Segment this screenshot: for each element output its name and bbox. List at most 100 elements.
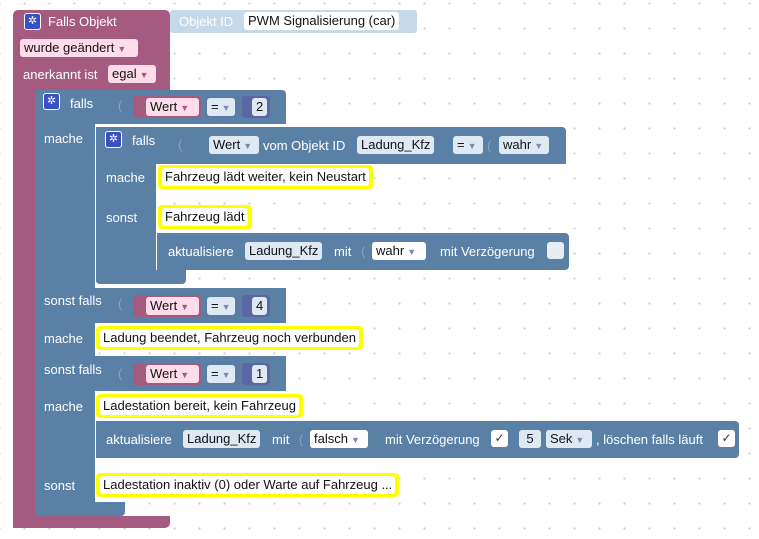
delay-checkbox-2[interactable]: ✓ xyxy=(491,430,508,447)
inner-op-value: = xyxy=(457,137,465,152)
socket-icon: ( xyxy=(361,244,366,259)
get-attr-dropdown[interactable]: Wert▼ xyxy=(209,136,259,154)
cond2-var-label: Wert xyxy=(150,298,178,313)
outer-sonst-label: sonst xyxy=(44,478,76,493)
dropdown-arrow-icon: ▼ xyxy=(575,435,585,445)
dropdown-arrow-icon: ▼ xyxy=(117,44,127,54)
update-value-2: falsch xyxy=(314,431,348,446)
change-option-value: wurde geändert xyxy=(24,40,115,55)
comment-text: Ladung beendet, Fahrzeug noch verbunden xyxy=(100,329,359,347)
delay-value-field[interactable]: 5 xyxy=(519,430,541,448)
cond1-op-label: = xyxy=(211,99,219,114)
get-attr-value: Wert xyxy=(213,137,241,152)
object-id-label: Objekt ID xyxy=(179,14,234,29)
outer-falls-label: falls xyxy=(70,96,94,111)
comment-text: Ladestation inaktiv (0) oder Warte auf F… xyxy=(100,476,396,494)
unit-value: Sek xyxy=(550,431,573,446)
cond2-var[interactable]: Wert▼ xyxy=(146,297,199,315)
outer-mache-label-3: mache xyxy=(44,399,84,414)
cond1-var[interactable]: Wert▼ xyxy=(146,98,199,116)
update-value-dropdown-1[interactable]: wahr▼ xyxy=(372,242,426,260)
dropdown-arrow-icon: ▼ xyxy=(180,370,190,380)
unit-dropdown[interactable]: Sek▼ xyxy=(546,430,592,448)
dropdown-arrow-icon: ▼ xyxy=(534,141,544,151)
socket-icon: ( xyxy=(118,366,123,381)
dropdown-arrow-icon: ▼ xyxy=(467,141,477,151)
delay-checkbox-1[interactable] xyxy=(547,242,564,259)
delay-label-1: mit Verzögerung xyxy=(440,244,535,259)
trigger-title: Falls Objekt xyxy=(48,14,117,29)
cond2-num[interactable]: 4 xyxy=(252,297,268,315)
trigger-block-bottom xyxy=(13,516,170,528)
clear-label: , löschen falls läuft xyxy=(596,432,703,447)
comment-note[interactable]: Ladestation inaktiv (0) oder Warte auf F… xyxy=(96,473,400,497)
dropdown-arrow-icon: ▼ xyxy=(243,141,253,151)
outer-mache-label-1: mache xyxy=(44,131,84,146)
inner-op-dropdown[interactable]: =▼ xyxy=(453,136,483,154)
socket-icon: ( xyxy=(299,432,304,447)
from-object-label: vom Objekt ID xyxy=(263,138,346,153)
checkmark-icon: ✓ xyxy=(721,431,732,445)
inner-object-field[interactable]: Ladung_Kfz xyxy=(357,136,435,154)
ack-value: egal xyxy=(112,66,137,81)
update-with-2: mit xyxy=(272,432,290,447)
cond1-var-label: Wert xyxy=(150,99,178,114)
inner-value-dropdown[interactable]: wahr▼ xyxy=(499,136,549,154)
outer-sonst-falls-label-1: sonst falls xyxy=(44,293,102,308)
clear-checkbox[interactable]: ✓ xyxy=(718,430,735,447)
dropdown-arrow-icon: ▼ xyxy=(180,103,190,113)
cond1-num[interactable]: 2 xyxy=(252,98,268,116)
gear-icon[interactable]: ✲ xyxy=(105,131,122,148)
change-option-dropdown[interactable]: wurde geändert▼ xyxy=(20,39,138,57)
socket-icon: ( xyxy=(178,137,183,152)
cond3-op-label: = xyxy=(211,366,219,381)
comment-note[interactable]: Ladestation bereit, kein Fahrzeug xyxy=(96,394,303,418)
socket-icon: ( xyxy=(487,138,492,153)
dropdown-arrow-icon: ▼ xyxy=(221,302,231,312)
cond3-var-label: Wert xyxy=(150,366,178,381)
comment-note[interactable]: Fahrzeug lädt xyxy=(158,205,252,229)
dropdown-arrow-icon: ▼ xyxy=(180,302,190,312)
comment-text: Fahrzeug lädt weiter, kein Neustart xyxy=(162,168,369,186)
inner-falls-label: falls xyxy=(132,133,156,148)
cond1-op[interactable]: =▼ xyxy=(207,98,235,116)
checkmark-icon: ✓ xyxy=(494,431,505,445)
cond3-op[interactable]: =▼ xyxy=(207,365,235,383)
cond3-var[interactable]: Wert▼ xyxy=(146,365,199,383)
outer-if-bottom xyxy=(35,502,125,516)
dropdown-arrow-icon: ▼ xyxy=(139,70,149,80)
ack-dropdown[interactable]: egal▼ xyxy=(108,65,156,83)
dropdown-arrow-icon: ▼ xyxy=(221,103,231,113)
object-id-field[interactable]: PWM Signalisierung (car) xyxy=(244,12,400,30)
comment-note[interactable]: Fahrzeug lädt weiter, kein Neustart xyxy=(158,165,373,189)
comment-text: Fahrzeug lädt xyxy=(162,208,248,226)
ack-label: anerkannt ist xyxy=(23,67,98,82)
trigger-block-spine xyxy=(13,88,35,528)
comment-note[interactable]: Ladung beendet, Fahrzeug noch verbunden xyxy=(96,326,363,350)
update-with-1: mit xyxy=(334,244,352,259)
update-label-1: aktualisiere xyxy=(168,244,234,259)
inner-sonst-label: sonst xyxy=(106,210,138,225)
dropdown-arrow-icon: ▼ xyxy=(407,247,417,257)
cond3-num[interactable]: 1 xyxy=(252,365,268,383)
inner-if-bottom xyxy=(96,270,186,284)
gear-icon[interactable]: ✲ xyxy=(24,13,41,30)
cond2-op[interactable]: =▼ xyxy=(207,297,235,315)
socket-icon: ( xyxy=(118,98,123,113)
update-object-2[interactable]: Ladung_Kfz xyxy=(183,430,261,448)
socket-icon: ( xyxy=(118,296,123,311)
update-value-dropdown-2[interactable]: falsch▼ xyxy=(310,430,368,448)
update-value-1: wahr xyxy=(376,243,405,258)
dropdown-arrow-icon: ▼ xyxy=(221,370,231,380)
update-block-1[interactable] xyxy=(157,233,569,270)
cond2-op-label: = xyxy=(211,298,219,313)
update-object-1[interactable]: Ladung_Kfz xyxy=(245,242,323,260)
update-label-2: aktualisiere xyxy=(106,432,172,447)
inner-mache-label: mache xyxy=(106,170,146,185)
delay-label-2: mit Verzögerung xyxy=(385,432,480,447)
gear-icon[interactable]: ✲ xyxy=(43,93,60,110)
outer-sonst-falls-label-2: sonst falls xyxy=(44,362,102,377)
dropdown-arrow-icon: ▼ xyxy=(350,435,360,445)
inner-value: wahr xyxy=(503,137,532,152)
outer-mache-label-2: mache xyxy=(44,331,84,346)
